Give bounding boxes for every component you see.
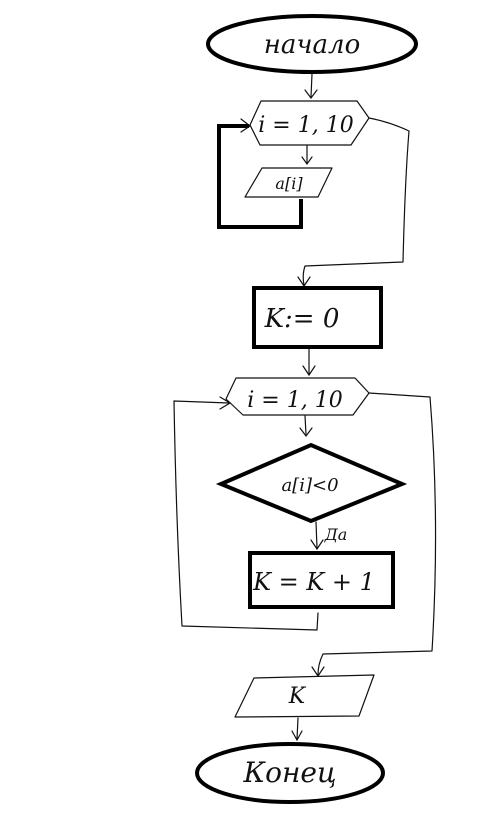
loop2-label: i = 1, 10 (247, 388, 342, 413)
end-label: Конец (242, 756, 336, 789)
condition-label: a[i]<0 (281, 475, 338, 496)
loop2-return-line (173, 396, 319, 631)
loop1-hexagon: i = 1, 10 (249, 100, 370, 146)
output-label: K (288, 684, 307, 709)
increment-process-box: K = K + 1 (248, 551, 395, 609)
arrow-output-to-end (291, 717, 303, 742)
input-parallelogram: a[i] (244, 167, 333, 198)
yes-label: Да (324, 525, 348, 544)
arrow-condition-yes: Да (310, 521, 348, 551)
condition-diamond: a[i]<0 (215, 442, 408, 524)
loop1-label: i = 1, 10 (258, 113, 353, 138)
init-label: K:= 0 (264, 304, 340, 334)
arrow-loop1-to-input (301, 145, 313, 166)
arrow-loop2-to-condition (299, 415, 313, 437)
loop1-return-line (217, 118, 303, 229)
arrow-start-to-loop1 (304, 73, 318, 99)
init-process-box: K:= 0 (252, 286, 383, 349)
output-parallelogram: K (234, 674, 375, 718)
loop2-hexagon: i = 1, 10 (225, 377, 370, 416)
arrow-init-to-loop2 (302, 348, 316, 377)
start-terminator: начало (206, 14, 418, 74)
start-label: начало (264, 30, 361, 60)
loop1-exit-line (297, 117, 410, 288)
input-label: a[i] (275, 174, 303, 193)
increment-label: K = K + 1 (252, 568, 375, 596)
end-terminator: Конец (195, 742, 385, 804)
